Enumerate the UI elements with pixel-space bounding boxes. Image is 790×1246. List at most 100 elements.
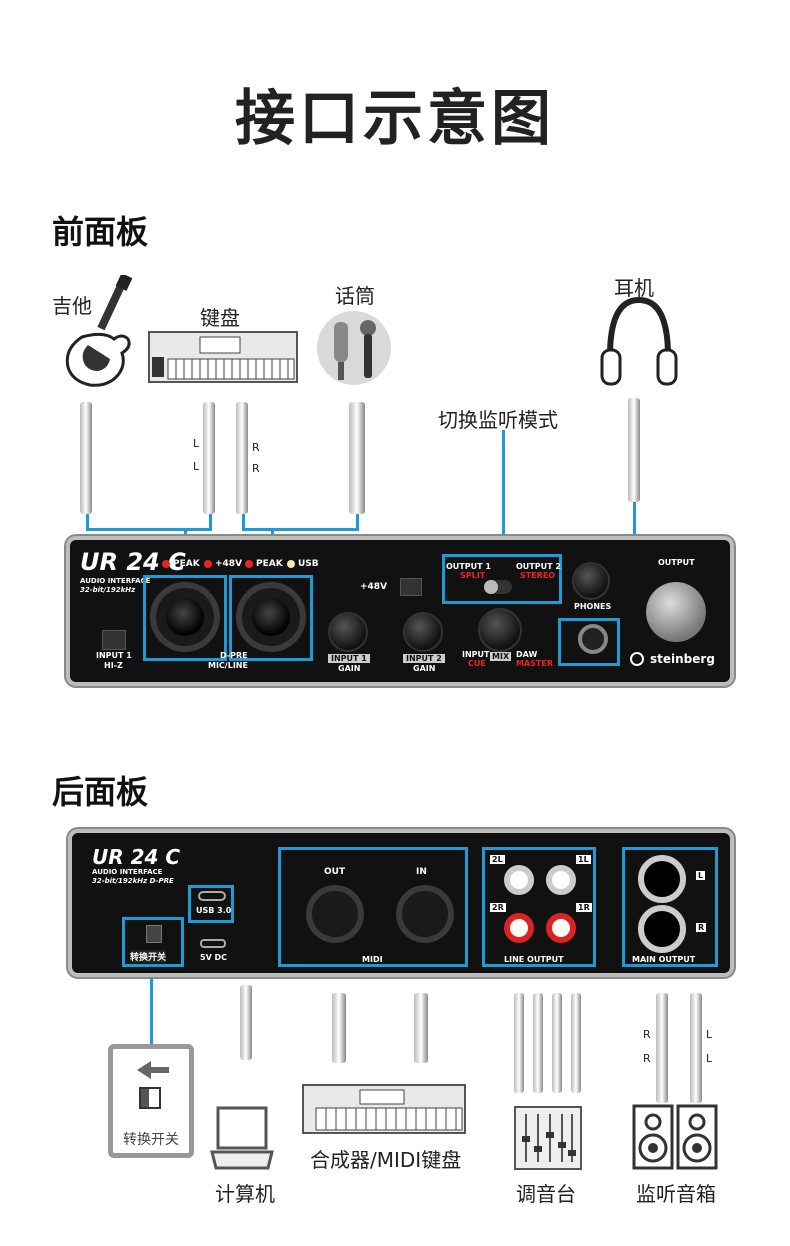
- output-label: OUTPUT: [658, 558, 695, 567]
- combo-jack-2[interactable]: [236, 582, 306, 652]
- rca-cable-2: [533, 993, 543, 1093]
- speaker-cable-r: [656, 993, 668, 1103]
- usb-c-port[interactable]: [198, 891, 226, 901]
- gain2-label: INPUT 2: [403, 654, 445, 663]
- gain1-knob[interactable]: [328, 612, 368, 652]
- synth-label: 合成器/MIDI键盘: [310, 1148, 462, 1172]
- daw-label: DAW: [516, 650, 538, 659]
- usb-label: USB: [298, 559, 319, 569]
- mixer-icon: [514, 1106, 582, 1170]
- rca-2r[interactable]: [504, 913, 534, 943]
- connector-line: [86, 514, 89, 530]
- switch-highlight: [122, 917, 184, 967]
- usb30-label: USB 3.0: [196, 906, 232, 915]
- input2-highlight: [229, 575, 313, 661]
- rear-section-title: 后面板: [52, 773, 149, 811]
- guitar-cable: [80, 402, 92, 514]
- switch-label: 转换开关: [130, 950, 167, 963]
- peak2-led: [245, 560, 253, 568]
- connector-line: [86, 528, 212, 531]
- midi-highlight: [278, 847, 468, 967]
- keyboard-icon: [148, 331, 298, 383]
- rca-cable-1: [514, 993, 524, 1093]
- input-label: INPUT: [462, 650, 490, 659]
- cable-label-r2: R: [252, 462, 260, 475]
- rca-1l[interactable]: [546, 865, 576, 895]
- laptop-icon: [210, 1106, 274, 1170]
- rca-1l-label: 1L: [576, 855, 591, 864]
- main-out-l-jack[interactable]: [638, 855, 686, 903]
- micline-label: MIC/LINE: [208, 661, 248, 670]
- rca-2l-label: 2L: [490, 855, 505, 864]
- speaker-cable-l: [690, 993, 702, 1103]
- midi-in-label: IN: [416, 867, 427, 877]
- rear-brand: UR 24 C: [92, 845, 181, 869]
- switch-card-toggle: [139, 1087, 161, 1109]
- peak2-label: PEAK: [256, 559, 283, 569]
- power-switch[interactable]: [146, 925, 162, 943]
- midi-out-port[interactable]: [306, 885, 364, 943]
- main-r-label: R: [696, 923, 707, 932]
- mix-knob[interactable]: [478, 608, 522, 652]
- output-knob[interactable]: [646, 582, 706, 642]
- rca-2l[interactable]: [504, 865, 534, 895]
- master-label: MASTER: [516, 659, 553, 668]
- line-output-highlight: [482, 847, 596, 967]
- combo-jack-1[interactable]: [150, 582, 220, 652]
- monitor-mode-switch[interactable]: [484, 580, 512, 594]
- midi-in-port[interactable]: [396, 885, 454, 943]
- phantom-led: [204, 560, 212, 568]
- phantom-label: +48V: [215, 559, 243, 569]
- connector-line: [242, 528, 359, 531]
- stereo-label: STEREO: [520, 571, 556, 580]
- rca-1r[interactable]: [546, 913, 576, 943]
- gain1-label-b: GAIN: [338, 664, 361, 673]
- cable-label-l-2: L: [706, 1052, 713, 1065]
- split-label: SPLIT: [460, 571, 486, 580]
- dc-label: 5V DC: [200, 953, 228, 962]
- front-section-title: 前面板: [52, 213, 149, 251]
- main-l-label: L: [696, 871, 706, 880]
- gain2-knob[interactable]: [403, 612, 443, 652]
- main-output-highlight: [622, 847, 718, 967]
- connector-line: [356, 514, 359, 530]
- rear-panel: UR 24 C AUDIO INTERFACE 32-bit/192kHz D-…: [72, 833, 730, 973]
- peak1-led: [162, 560, 170, 568]
- line-output-label: LINE OUTPUT: [504, 955, 564, 964]
- phones-jack[interactable]: [578, 624, 608, 654]
- output1-label: OUTPUT 1: [446, 562, 491, 571]
- page-title: 接口示意图: [235, 84, 555, 154]
- cable-label-l-1: L: [706, 1028, 713, 1041]
- phantom-switch-label: +48V: [360, 582, 388, 592]
- peak1-label: PEAK: [173, 559, 200, 569]
- main-out-r-jack[interactable]: [638, 905, 686, 953]
- phantom-switch[interactable]: [400, 578, 422, 596]
- keyboard-cable-right: [236, 402, 248, 514]
- rca-1r-label: 1R: [576, 903, 592, 912]
- gain2-label-b: GAIN: [413, 664, 436, 673]
- mic-label: 话筒: [335, 284, 375, 308]
- main-output-label: MAIN OUTPUT: [632, 955, 696, 964]
- cable-label-r-1: R: [643, 1028, 651, 1041]
- guitar-icon: [65, 275, 133, 387]
- keyboard-label: 键盘: [200, 306, 240, 330]
- arrow-left-icon: [137, 1061, 169, 1079]
- connector-line: [209, 514, 212, 530]
- headphone-cable: [628, 398, 640, 502]
- front-sub1: AUDIO INTERFACE: [80, 577, 151, 585]
- input1-btn-label: INPUT 1: [96, 651, 132, 660]
- rear-sub2: 32-bit/192kHz D-PRE: [92, 877, 174, 885]
- speakers-label: 监听音箱: [636, 1182, 716, 1206]
- synth-keyboard-icon: [302, 1084, 466, 1134]
- dc-port[interactable]: [200, 939, 226, 948]
- monitor-switch-label: 切换监听模式: [438, 408, 558, 432]
- front-panel: UR 24 C AUDIO INTERFACE 32-bit/192kHz PE…: [70, 540, 730, 682]
- mixer-label: 调音台: [516, 1182, 576, 1206]
- gain1-label: INPUT 1: [328, 654, 370, 663]
- steinberg-label: steinberg: [650, 652, 715, 666]
- hiz-label: HI-Z: [104, 661, 123, 670]
- mix-label: MIX: [490, 652, 512, 661]
- hiz-button[interactable]: [102, 630, 126, 650]
- phones-knob[interactable]: [572, 562, 610, 600]
- computer-label: 计算机: [215, 1182, 275, 1206]
